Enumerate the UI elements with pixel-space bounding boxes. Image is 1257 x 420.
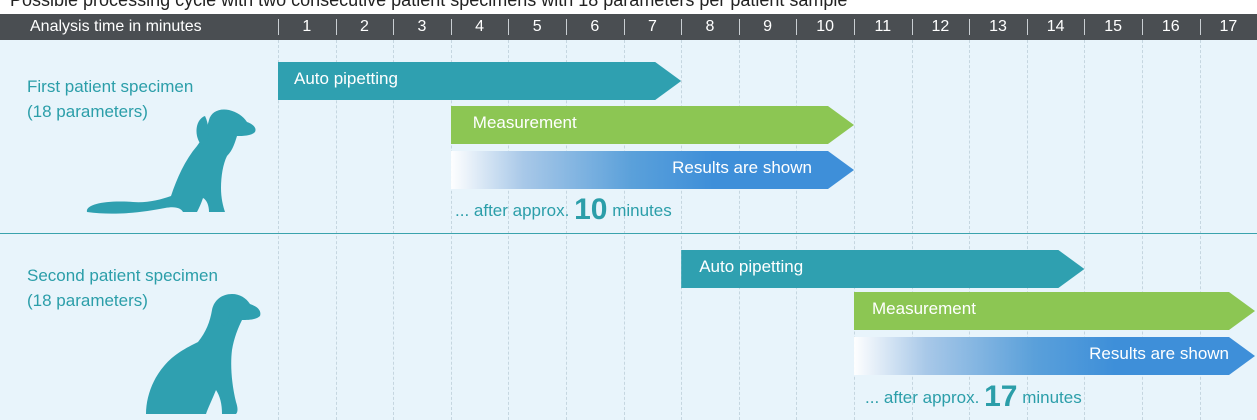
header-separator	[1026, 19, 1028, 35]
result-prefix-2: ... after approx.	[865, 388, 980, 407]
grid-line	[969, 40, 971, 420]
minute-tick-13: 13	[989, 18, 1007, 35]
header-separator	[450, 19, 452, 35]
header-separator	[796, 19, 798, 35]
header-separator	[1199, 19, 1201, 35]
grid-line	[1142, 40, 1143, 420]
header-label: Analysis time in minutes	[30, 18, 202, 35]
grid-line	[1199, 40, 1201, 420]
results-label-1: Results are shown	[672, 158, 812, 177]
results-label-2: Results are shown	[1089, 344, 1229, 363]
auto-pipetting-label-2: Auto pipetting	[699, 257, 804, 276]
header-separator	[1142, 19, 1143, 35]
grid-line	[1084, 40, 1086, 420]
minute-tick-12: 12	[931, 18, 950, 35]
minute-tick-17: 17	[1219, 18, 1238, 35]
auto-pipetting-arrow-1: Auto pipetting	[278, 62, 681, 100]
header-separator	[854, 19, 855, 35]
grid-line	[393, 40, 395, 420]
measurement-label-2: Measurement	[872, 299, 976, 318]
result-value-2: 17	[984, 380, 1018, 413]
minute-tick-15: 15	[1104, 18, 1123, 35]
header-separator	[335, 19, 337, 35]
grid-line	[854, 40, 855, 420]
grid-line	[738, 40, 740, 420]
minute-tick-5: 5	[532, 18, 542, 35]
result-suffix-1: minutes	[612, 201, 672, 220]
grid-line	[278, 40, 279, 420]
grid-line	[796, 40, 798, 420]
minute-tick-7: 7	[647, 18, 657, 35]
patient-2-label: Second patient specimen (18 parameters)	[27, 266, 218, 310]
header-separator	[566, 19, 567, 35]
header-separator	[1084, 19, 1086, 35]
measurement-label-1: Measurement	[472, 113, 577, 132]
minute-tick-14: 14	[1046, 18, 1065, 35]
result-value-1: 10	[574, 193, 608, 226]
grid-line	[335, 40, 337, 420]
header-separator	[911, 19, 913, 35]
auto-pipetting-label-1: Auto pipetting	[294, 69, 398, 88]
result-time-2: ... after approx. 17 minutes	[865, 380, 1082, 414]
minute-tick-9: 9	[763, 18, 773, 35]
minute-tick-8: 8	[705, 18, 715, 35]
top-caption-text: Possible processing cycle with two conse…	[10, 0, 848, 10]
patient-divider	[0, 233, 1257, 234]
grid-line	[508, 40, 510, 420]
grid-line	[566, 40, 567, 420]
header-separator	[681, 19, 683, 35]
header-separator	[738, 19, 740, 35]
minute-tick-1: 1	[302, 18, 312, 35]
minute-tick-6: 6	[590, 18, 600, 35]
auto-pipetting-arrow-2: Auto pipetting	[681, 250, 1084, 288]
dog-sitting-icon	[86, 109, 256, 214]
header-separator	[623, 19, 625, 35]
minute-tick-2: 2	[359, 18, 369, 35]
result-prefix-1: ... after approx.	[455, 201, 570, 220]
header-separator	[969, 19, 971, 35]
grid-line	[681, 40, 683, 420]
results-arrow-1: Results are shown	[451, 151, 854, 189]
minute-tick-3: 3	[417, 18, 427, 35]
minute-tick-16: 16	[1161, 18, 1180, 35]
patient-1-label: First patient specimen (18 parameters)	[27, 77, 194, 121]
header-separator	[278, 19, 279, 35]
result-suffix-2: minutes	[1022, 388, 1082, 407]
minute-tick-11: 11	[874, 18, 892, 35]
header-separator	[508, 19, 510, 35]
grid-line	[450, 40, 452, 420]
grid-line	[623, 40, 625, 420]
top-caption: Possible processing cycle with two conse…	[0, 0, 1257, 14]
header-separator	[393, 19, 395, 35]
minute-tick-10: 10	[816, 18, 835, 35]
measurement-arrow-2: Measurement	[854, 292, 1255, 330]
dog-sitting-icon	[146, 294, 261, 414]
grid-line	[911, 40, 913, 420]
minute-tick-4: 4	[475, 18, 485, 35]
results-arrow-2: Results are shown	[854, 337, 1255, 375]
result-time-1: ... after approx. 10 minutes	[455, 193, 672, 227]
measurement-arrow-1: Measurement	[451, 106, 854, 144]
grid-line	[1026, 40, 1028, 420]
